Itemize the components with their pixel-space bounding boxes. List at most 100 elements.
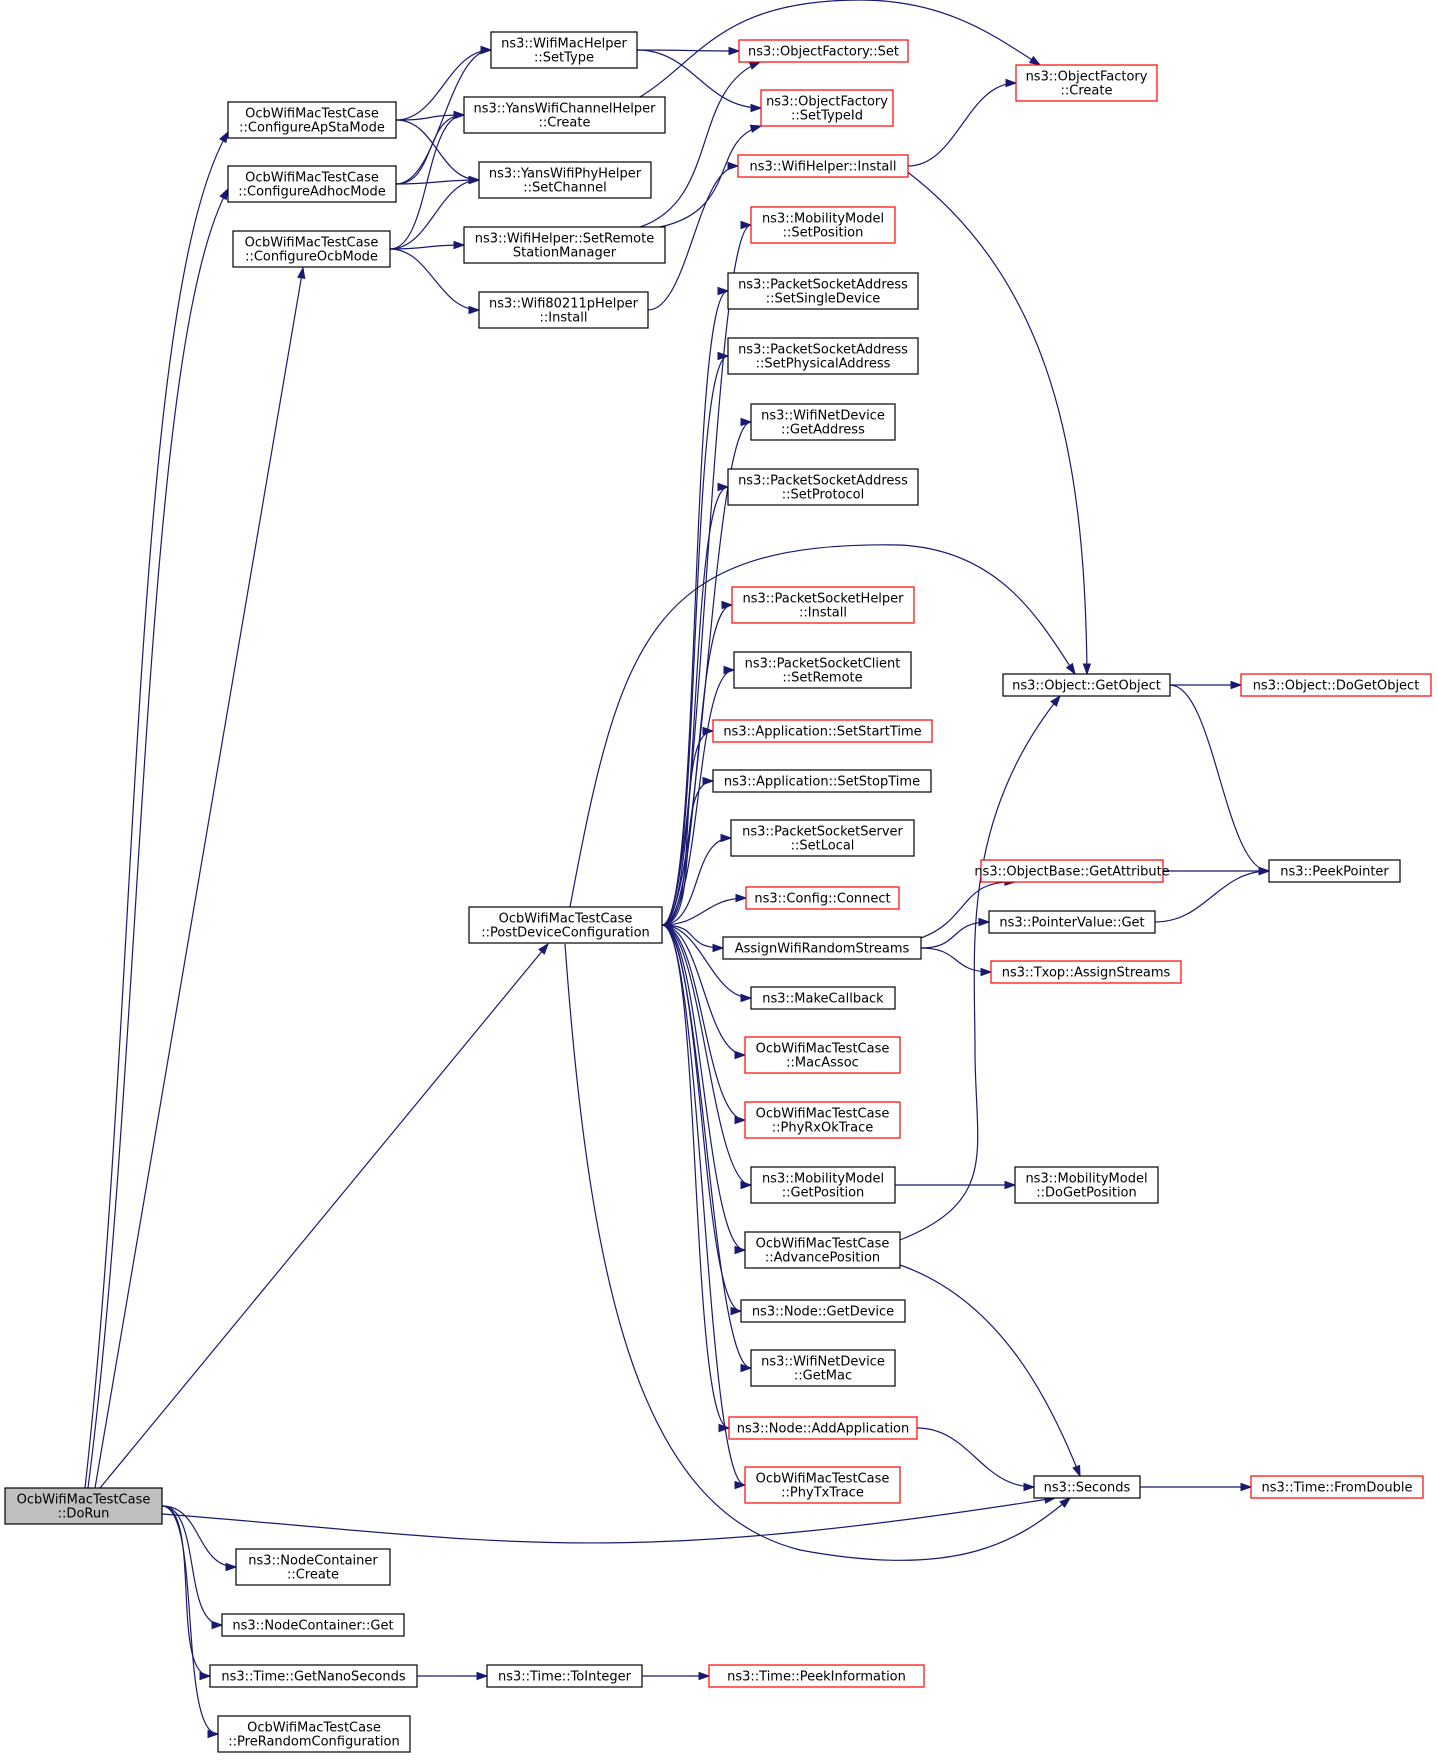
node-wndgetmac[interactable]: ns3::WifiNetDevice::GetMac xyxy=(750,1349,896,1387)
node-psaphys[interactable]: ns3::PacketSocketAddress::SetPhysicalAdd… xyxy=(727,337,919,375)
edge-postdev-to-wndgetmac xyxy=(661,924,753,1373)
node-label-line: OcbWifiMacTestCase xyxy=(245,171,379,186)
edge-line xyxy=(395,49,492,121)
node-yansphy[interactable]: ns3::YansWifiPhyHelper::SetChannel xyxy=(478,161,652,199)
node-cfgconnect[interactable]: ns3::Config::Connect xyxy=(745,886,900,910)
node-appstart[interactable]: ns3::Application::SetStartTime xyxy=(712,719,933,743)
node-pshinstall[interactable]: ns3::PacketSocketHelper::Install xyxy=(731,586,915,624)
node-box xyxy=(463,226,666,264)
arrowhead-icon xyxy=(225,1562,238,1572)
node-prerand[interactable]: OcbWifiMacTestCase::PreRandomConfigurati… xyxy=(217,1715,411,1753)
node-appstop[interactable]: ns3::Application::SetStopTime xyxy=(712,769,932,793)
edge-postdev-to-phyrxok xyxy=(661,924,747,1125)
arrowhead-icon xyxy=(740,1363,753,1373)
node-label-line: OcbWifiMacTestCase xyxy=(756,1042,890,1057)
node-mmdogetpos[interactable]: ns3::MobilityModel::DoGetPosition xyxy=(1014,1166,1159,1204)
edge-line xyxy=(1169,684,1270,872)
node-wndgetaddr[interactable]: ns3::WifiNetDevice::GetAddress xyxy=(750,403,896,441)
node-psslocal[interactable]: ns3::PacketSocketServer::SetLocal xyxy=(730,819,915,857)
node-box xyxy=(730,819,915,857)
node-box xyxy=(722,936,922,960)
node-peekptr[interactable]: ns3::PeekPointer xyxy=(1268,859,1401,883)
node-dorun[interactable]: OcbWifiMacTestCase::DoRun xyxy=(4,1487,163,1525)
node-pvget[interactable]: ns3::PointerValue::Get xyxy=(988,910,1156,934)
arrowhead-icon xyxy=(1258,866,1271,876)
node-box xyxy=(478,161,652,199)
node-nodegetdev[interactable]: ns3::Node::GetDevice xyxy=(740,1299,906,1323)
arrowhead-icon xyxy=(978,917,991,927)
edges-layer xyxy=(84,0,1271,1739)
node-label-line: OcbWifiMacTestCase xyxy=(17,1493,151,1508)
edge-line xyxy=(661,897,747,926)
node-makecb[interactable]: ns3::MakeCallback xyxy=(750,986,896,1010)
node-label-line: ns3::Time::GetNanoSeconds xyxy=(221,1670,406,1685)
node-ofset[interactable]: ns3::ObjectFactory::Set xyxy=(738,39,909,63)
node-fromdouble[interactable]: ns3::Time::FromDouble xyxy=(1250,1475,1424,1499)
edge-w80211p-to-wifiinstall xyxy=(647,161,740,311)
node-label-line: ns3::MobilityModel xyxy=(1025,1172,1147,1187)
node-getnano[interactable]: ns3::Time::GetNanoSeconds xyxy=(209,1664,418,1688)
edge-advpos-to-getobject xyxy=(899,694,1061,1241)
arrowhead-icon xyxy=(199,1671,212,1681)
node-macsettype[interactable]: ns3::WifiMacHelper::SetType xyxy=(490,31,638,69)
node-txopassign[interactable]: ns3::Txop::AssignStreams xyxy=(990,960,1182,984)
node-nccreate[interactable]: ns3::NodeContainer::Create xyxy=(235,1548,391,1586)
node-label-line: ::SetTypeId xyxy=(791,109,863,124)
arrowhead-icon xyxy=(712,943,725,953)
node-label-line: ::ConfigureAdhocMode xyxy=(238,185,385,200)
node-phytx[interactable]: OcbWifiMacTestCase::PhyTxTrace xyxy=(744,1466,901,1504)
node-label-line: ns3::Time::ToInteger xyxy=(498,1670,632,1685)
node-label-line: ns3::Seconds xyxy=(1044,1481,1131,1496)
node-box xyxy=(744,1231,901,1269)
node-label-line: ns3::NodeContainer::Get xyxy=(232,1619,393,1634)
edge-line xyxy=(661,669,735,926)
node-macassoc[interactable]: OcbWifiMacTestCase::MacAssoc xyxy=(744,1036,901,1074)
node-peekinfo[interactable]: ns3::Time::PeekInformation xyxy=(708,1664,925,1688)
node-seconds[interactable]: ns3::Seconds xyxy=(1033,1475,1141,1499)
node-getobject[interactable]: ns3::Object::GetObject xyxy=(1002,673,1171,697)
node-wifiinstall[interactable]: ns3::WifiHelper::Install xyxy=(737,154,909,178)
arrowhead-icon xyxy=(468,175,481,185)
edge-line xyxy=(907,82,1017,167)
edge-line xyxy=(661,780,714,926)
node-label-line: StationManager xyxy=(513,246,617,261)
edge-line xyxy=(636,49,740,52)
node-apsta[interactable]: OcbWifiMacTestCase::ConfigureApStaMode xyxy=(227,101,397,139)
edge-line xyxy=(87,188,229,1489)
node-label-line: ::Install xyxy=(540,311,588,326)
node-label-line: ns3::YansWifiChannelHelper xyxy=(474,102,657,117)
node-psaproto[interactable]: ns3::PacketSocketAddress::SetProtocol xyxy=(727,468,919,506)
node-yanschan[interactable]: ns3::YansWifiChannelHelper::Create xyxy=(463,96,666,134)
node-box xyxy=(750,403,896,441)
node-pscremote[interactable]: ns3::PacketSocketClient::SetRemote xyxy=(733,651,912,689)
edge-postdev-to-macassoc xyxy=(661,924,747,1060)
node-postdev[interactable]: OcbWifiMacTestCase::PostDeviceConfigurat… xyxy=(468,906,663,944)
edge-postdev-to-assignrs xyxy=(661,924,725,953)
node-psasingle[interactable]: ns3::PacketSocketAddress::SetSingleDevic… xyxy=(727,272,919,310)
node-label-line: ns3::Node::AddApplication xyxy=(737,1422,910,1437)
node-phyrxok[interactable]: OcbWifiMacTestCase::PhyRxOkTrace xyxy=(744,1101,901,1139)
arrowhead-icon xyxy=(734,1050,747,1060)
node-nodeaddapp[interactable]: ns3::Node::AddApplication xyxy=(728,1416,918,1440)
node-advpos[interactable]: OcbWifiMacTestCase::AdvancePosition xyxy=(744,1231,901,1269)
node-dogetobject[interactable]: ns3::Object::DoGetObject xyxy=(1240,673,1432,697)
arrowhead-icon xyxy=(734,1115,747,1125)
node-obgetattr[interactable]: ns3::ObjectBase::GetAttribute xyxy=(974,859,1170,883)
node-w80211p[interactable]: ns3::Wifi80211pHelper::Install xyxy=(478,291,649,329)
node-mmgetpos[interactable]: ns3::MobilityModel::GetPosition xyxy=(750,1166,896,1204)
node-ofcreate[interactable]: ns3::ObjectFactory::Create xyxy=(1015,64,1158,102)
node-label-line: ns3::WifiHelper::Install xyxy=(749,160,896,175)
node-ncget[interactable]: ns3::NodeContainer::Get xyxy=(221,1613,405,1637)
edge-dorun-to-postdev xyxy=(99,942,549,1489)
node-ofsettypeid[interactable]: ns3::ObjectFactory::SetTypeId xyxy=(760,89,894,127)
node-mmsetpos[interactable]: ns3::MobilityModel::SetPosition xyxy=(750,206,896,244)
edge-line xyxy=(395,119,480,181)
node-label-line: ns3::Time::FromDouble xyxy=(1262,1481,1413,1496)
node-toint[interactable]: ns3::Time::ToInteger xyxy=(486,1664,643,1688)
node-adhoc[interactable]: OcbWifiMacTestCase::ConfigureAdhocMode xyxy=(227,165,397,203)
edge-obgetattr-to-peekptr xyxy=(1162,866,1271,876)
node-ocbmode[interactable]: OcbWifiMacTestCase::ConfigureOcbMode xyxy=(232,230,391,268)
node-assignrs[interactable]: AssignWifiRandomStreams xyxy=(722,936,922,960)
